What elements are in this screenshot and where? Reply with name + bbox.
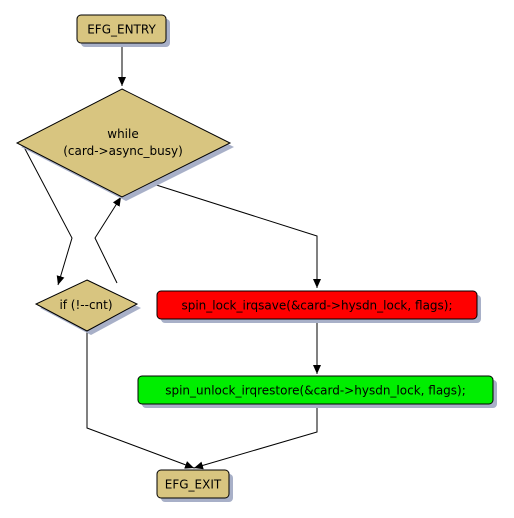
edge-while-to-lock [149, 182, 321, 288]
while-decision-diamond [15, 88, 232, 198]
exit-node: EFG_EXIT [156, 469, 233, 502]
edge-unlock-to-exit [193, 404, 318, 470]
edge-if-to-exit [86, 330, 195, 469]
entry-node-box [76, 14, 167, 44]
while-decision-node: while (card->async_busy) [15, 88, 234, 201]
if-cnt-decision-label: if (!--cnt) [59, 298, 112, 312]
exit-node-label: EFG_EXIT [165, 478, 222, 492]
spin-lock-node: spin_lock_irqsave(&card->hysdn_lock, fla… [156, 290, 481, 323]
spin-lock-node-label: spin_lock_irqsave(&card->hysdn_lock, fla… [181, 299, 452, 313]
spin-unlock-node-label: spin_unlock_irqrestore(&card->hysdn_lock… [165, 384, 466, 398]
if-cnt-decision-diamond [34, 279, 139, 332]
exit-node-box [156, 469, 230, 499]
entry-node-label: EFG_ENTRY [87, 23, 156, 37]
entry-node: EFG_ENTRY [76, 14, 170, 47]
edges [23, 45, 321, 470]
if-cnt-decision-node: if (!--cnt) [34, 279, 141, 335]
while-decision-label-line1: while [107, 127, 138, 141]
spin-lock-node-box [156, 290, 478, 320]
spin-unlock-node: spin_unlock_irqrestore(&card->hysdn_lock… [137, 375, 497, 408]
edge-while-to-if [23, 146, 73, 286]
while-decision-label-line2: (card->async_busy) [63, 144, 183, 158]
spin-unlock-node-box [137, 375, 494, 405]
edge-if-back-to-while [94, 196, 122, 284]
